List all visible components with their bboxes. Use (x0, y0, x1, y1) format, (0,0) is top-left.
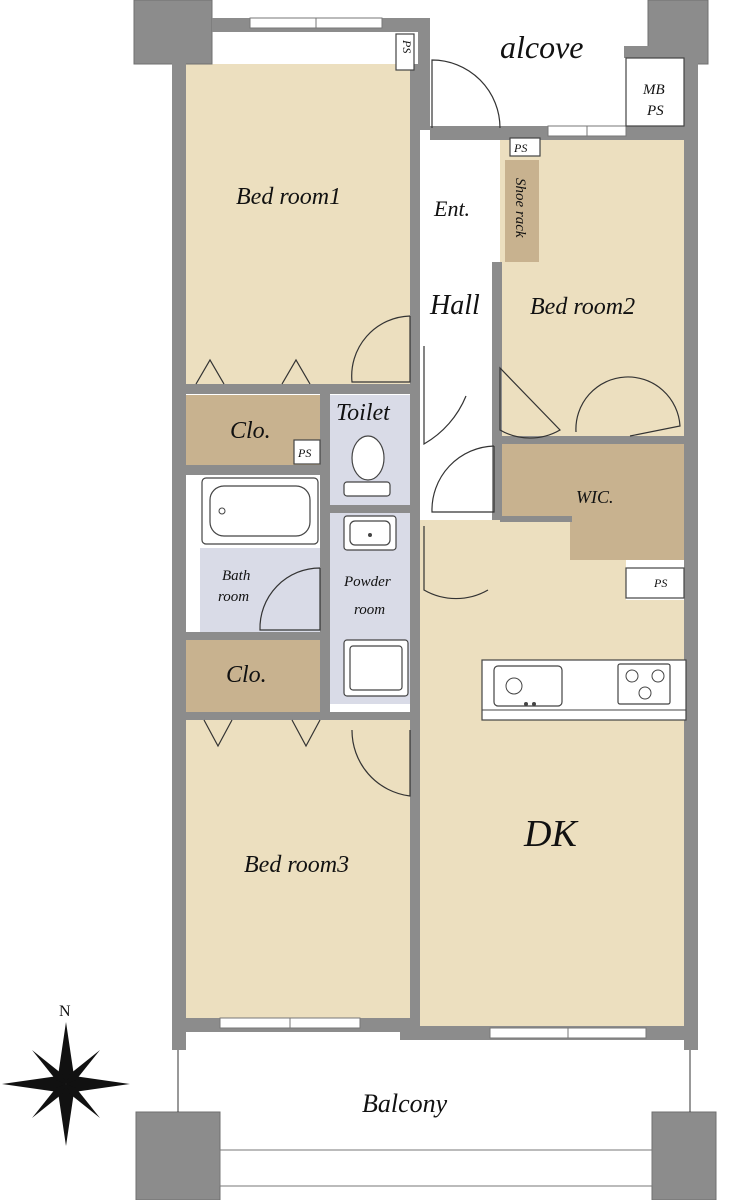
wall-toilet-bottom (320, 505, 420, 513)
label-shoe-rack: Shoe rack (512, 178, 528, 238)
wall-right (684, 60, 698, 1050)
label-mb: MB (642, 82, 665, 98)
ps-box-entrance (509, 137, 541, 157)
label-powder: Powder (343, 574, 391, 590)
door-closet2-a (203, 719, 233, 748)
toilet-tank (343, 481, 391, 497)
label-bath-room: room (218, 589, 249, 605)
kitchen-sink (493, 665, 563, 707)
pillar-bottom-right (651, 1111, 717, 1200)
hall-floor (420, 262, 492, 520)
labels: alcove MB PS PS PS PS PS Bed room1 Ent. … (218, 29, 667, 1118)
door-bath (259, 567, 321, 631)
wic-floor (500, 444, 686, 560)
wall-top-alcove (418, 18, 430, 130)
wall-bed1-right (410, 64, 420, 394)
wall-left (172, 60, 186, 1050)
label-balcony: Balcony (362, 1089, 448, 1118)
door-toilet (423, 346, 467, 446)
windows (219, 17, 653, 1187)
bedroom1-floor (184, 64, 410, 386)
label-ps-top: PS (400, 39, 414, 53)
wall-dk-left (410, 520, 420, 720)
wall-wet-vertical (320, 394, 330, 714)
compass-north-point (58, 1022, 74, 1084)
label-bath: Bath (222, 568, 250, 584)
wall-hall-right (492, 262, 502, 520)
door-wic (431, 445, 495, 513)
compass-north-label: N (59, 1003, 71, 1020)
pillar-bottom-left (135, 1111, 221, 1200)
shoe-rack-floor (505, 160, 539, 262)
label-ps-entrance: PS (513, 141, 527, 155)
door-bedroom1 (351, 315, 411, 383)
north-compass: N (2, 1003, 130, 1146)
label-bedroom1: Bed room1 (236, 184, 341, 210)
bath-floor (200, 548, 320, 632)
door-bedroom2-a (499, 366, 561, 439)
wall-bath-bottom (184, 632, 330, 640)
label-dk: DK (523, 813, 578, 855)
label-toilet: Toilet (336, 400, 391, 426)
label-hall: Hall (429, 290, 480, 321)
door-dk (423, 526, 489, 600)
label-entrance: Ent. (433, 196, 470, 221)
pillar-top-left (133, 0, 213, 65)
toilet-bowl (351, 435, 385, 481)
ps-box-closet (293, 439, 321, 465)
bedroom3-floor (184, 718, 410, 1018)
label-ps-dk: PS (653, 576, 667, 590)
fixtures (201, 33, 687, 721)
ps-box-dk (625, 567, 685, 599)
walls (133, 0, 717, 1200)
door-bedroom3 (351, 729, 411, 797)
door-closet2-b (291, 719, 321, 748)
wall-closet2-bottom (184, 712, 420, 720)
balcony-area (177, 1050, 691, 1112)
closet2-floor (184, 640, 328, 714)
label-closet2: Clo. (226, 662, 267, 688)
dk-floor (420, 520, 686, 1028)
door-closet1-a (195, 358, 225, 385)
wall-bed2-bottom (500, 436, 686, 444)
door-bedroom2-b (575, 376, 681, 437)
bathtub-inner (209, 485, 311, 537)
washing-machine-inner (349, 645, 403, 691)
wall-wic-bottom (500, 516, 572, 522)
wall-closet1-bottom (184, 465, 330, 475)
door-closet1-b (281, 358, 311, 385)
kitchen-stove (617, 663, 671, 705)
label-powder-room: room (354, 602, 385, 618)
wall-bed3-right (410, 712, 420, 1028)
door-entrance (431, 59, 501, 129)
label-ps-closet: PS (297, 446, 311, 460)
label-closet1: Clo. (230, 418, 271, 444)
mb-ps-box (625, 57, 685, 127)
label-alcove: alcove (500, 29, 584, 65)
window-balcony-rail (219, 1149, 653, 1187)
label-bedroom3: Bed room3 (244, 852, 349, 878)
wall-bed1-bottom (184, 384, 420, 394)
ps-box-top (395, 33, 415, 71)
label-bedroom2: Bed room2 (530, 294, 635, 320)
label-wic: WIC. (576, 487, 614, 507)
doors (195, 59, 681, 797)
wall-alcove-right (624, 46, 686, 58)
label-mb-ps: PS (646, 103, 664, 119)
